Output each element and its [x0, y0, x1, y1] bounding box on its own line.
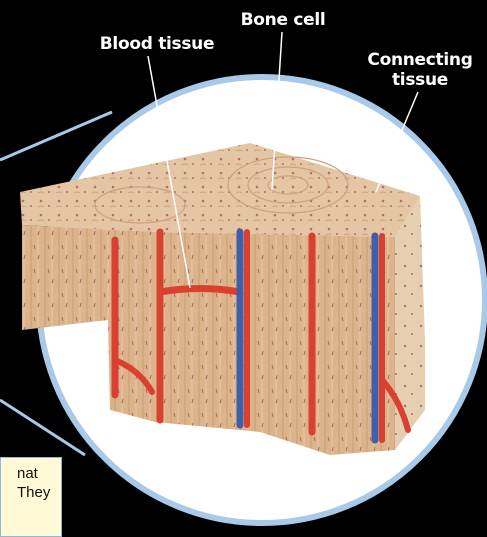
- label-connecting-line2: tissue: [392, 70, 448, 90]
- caption-line2: They: [17, 483, 57, 502]
- label-bone-cell: Bone cell: [228, 10, 338, 30]
- caption-box: nat They: [0, 457, 62, 537]
- caption-line1: nat: [17, 464, 57, 483]
- label-blood-tissue: Blood tissue: [82, 34, 232, 54]
- label-connecting-line1: Connecting: [367, 50, 472, 70]
- label-connecting-tissue: Connecting tissue: [360, 50, 480, 90]
